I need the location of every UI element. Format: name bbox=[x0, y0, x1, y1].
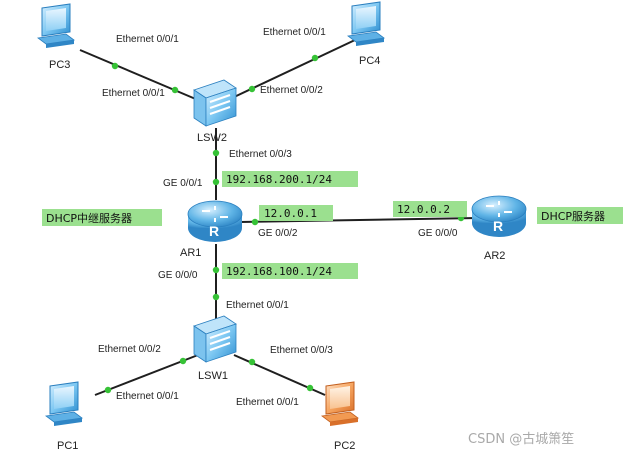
role-highlight-relay bbox=[42, 209, 162, 226]
ar2-router-icon[interactable]: R bbox=[471, 195, 527, 237]
pc3-icon[interactable] bbox=[36, 3, 76, 48]
lsw2-label: LSW2 bbox=[197, 132, 227, 144]
port-label-lsw2-eth3: Ethernet 0/0/3 bbox=[229, 149, 292, 160]
role-server-label: DHCP服务器 bbox=[541, 210, 605, 223]
pc2-label: PC2 bbox=[334, 440, 355, 452]
link-pc3-lsw2 bbox=[79, 49, 199, 101]
port-label-lsw2-eth2: Ethernet 0/0/2 bbox=[260, 85, 323, 96]
ip-ar2-ge000: 12.0.0.2 bbox=[397, 203, 450, 216]
ip-ar1-ge002: 12.0.0.1 bbox=[264, 207, 317, 220]
watermark: CSDN @古城箫笙 bbox=[468, 431, 574, 447]
ar1-label: AR1 bbox=[180, 247, 201, 259]
ip-highlight-ar2-ge000 bbox=[393, 201, 467, 217]
ar1-router-icon[interactable]: R bbox=[187, 200, 243, 242]
port-label-lsw1-eth3: Ethernet 0/0/3 bbox=[270, 345, 333, 356]
lsw1-switch-icon[interactable] bbox=[193, 315, 237, 363]
port-label-lsw1-eth1: Ethernet 0/0/1 bbox=[226, 300, 289, 311]
port-label-pc3-eth: Ethernet 0/0/1 bbox=[116, 34, 179, 45]
pc4-icon[interactable] bbox=[346, 1, 386, 46]
port-label-ar1-ge001: GE 0/0/1 bbox=[163, 178, 203, 189]
port-label-ar2-ge000: GE 0/0/0 bbox=[418, 228, 458, 239]
lsw1-label: LSW1 bbox=[198, 370, 228, 382]
port-label-lsw2-eth1: Ethernet 0/0/1 bbox=[102, 88, 165, 99]
port-label-pc4-eth: Ethernet 0/0/1 bbox=[263, 27, 326, 38]
pc2-icon[interactable] bbox=[320, 381, 360, 426]
role-highlight-server bbox=[537, 207, 623, 224]
ar2-label: AR2 bbox=[484, 250, 505, 262]
ip-highlight-ar1-ge002 bbox=[259, 205, 333, 221]
pc1-label: PC1 bbox=[57, 440, 78, 452]
svg-text:R: R bbox=[209, 223, 219, 239]
pc4-label: PC4 bbox=[359, 55, 380, 67]
pc1-icon[interactable] bbox=[44, 381, 84, 426]
port-label-pc2-eth: Ethernet 0/0/1 bbox=[236, 397, 299, 408]
link-port-dots bbox=[104, 54, 465, 394]
ip-highlight-ar1-ge001 bbox=[222, 171, 358, 187]
ip-ar1-ge001: 192.168.200.1/24 bbox=[226, 173, 332, 186]
link-ar1-ar2 bbox=[239, 217, 479, 223]
port-label-pc1-eth: Ethernet 0/0/1 bbox=[116, 391, 179, 402]
lsw2-switch-icon[interactable] bbox=[193, 79, 237, 127]
pc3-label: PC3 bbox=[49, 59, 70, 71]
ip-highlight-ar1-ge000 bbox=[222, 263, 358, 279]
port-label-ar1-ge000: GE 0/0/0 bbox=[158, 270, 198, 281]
port-label-ar1-ge002: GE 0/0/2 bbox=[258, 228, 298, 239]
role-relay-label: DHCP中继服务器 bbox=[46, 212, 132, 225]
svg-text:R: R bbox=[493, 218, 503, 234]
ip-ar1-ge000: 192.168.100.1/24 bbox=[226, 265, 332, 278]
port-label-lsw1-eth2: Ethernet 0/0/2 bbox=[98, 344, 161, 355]
